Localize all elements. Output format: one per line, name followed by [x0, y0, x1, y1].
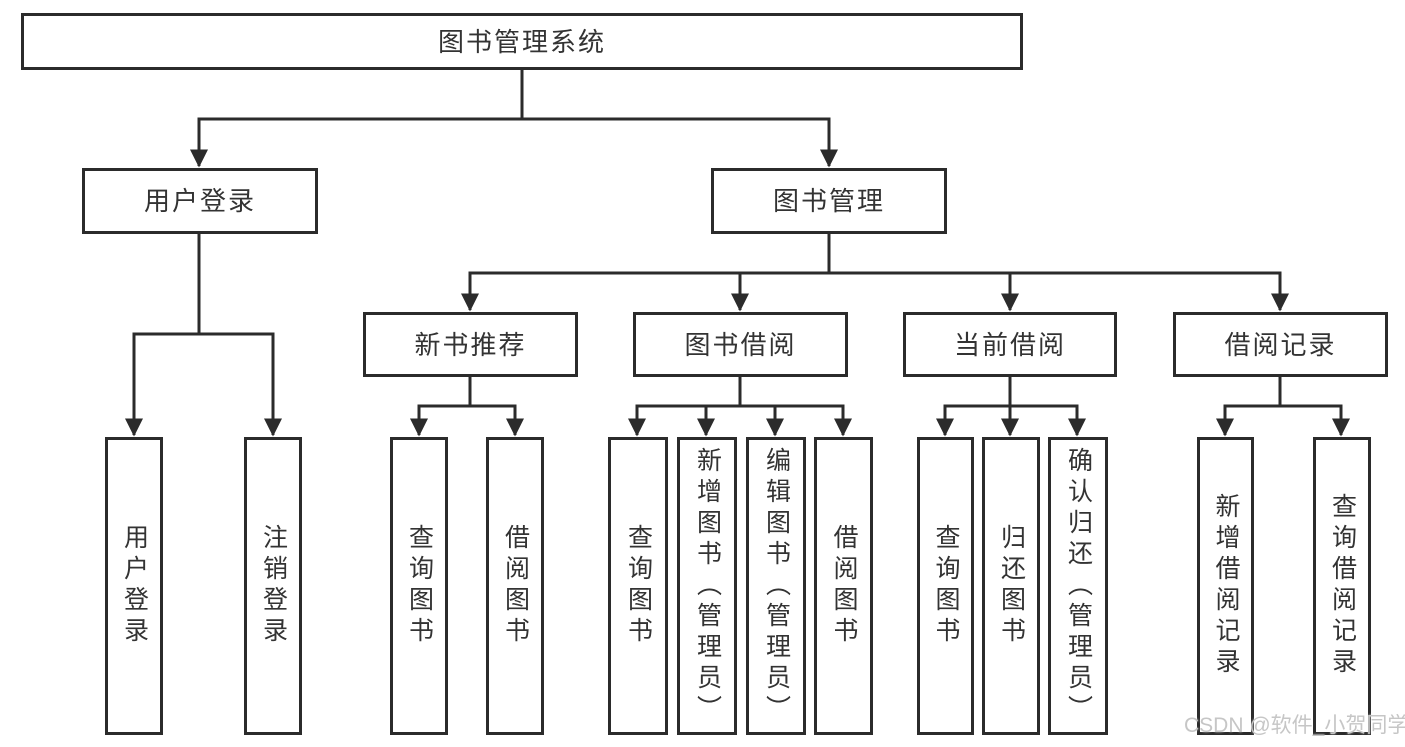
- node-leaf-return-book-label: 归还图书: [997, 524, 1026, 648]
- node-leaf-add-book-admin: 新增图书（管理员）: [677, 437, 737, 735]
- node-leaf-confirm-return-admin: 确认归还（管理员）: [1048, 437, 1108, 735]
- node-leaf-borrow-book-rec: 借阅图书: [486, 437, 544, 735]
- node-leaf-logout-label: 注销登录: [259, 524, 288, 648]
- node-current-borrow: 当前借阅: [903, 312, 1117, 377]
- node-leaf-borrow-book-rec-label: 借阅图书: [501, 524, 530, 648]
- node-leaf-add-borrow-record: 新增借阅记录: [1197, 437, 1254, 735]
- node-book-borrow: 图书借阅: [633, 312, 848, 377]
- node-leaf-query-book-current: 查询图书: [917, 437, 974, 735]
- node-book-management: 图书管理: [711, 168, 947, 234]
- csdn-watermark: CSDN @软件_小贺同学: [1184, 714, 1405, 737]
- node-leaf-query-borrow-record-label: 查询借阅记录: [1328, 493, 1357, 679]
- node-leaf-user-login: 用户登录: [105, 437, 163, 735]
- node-book-borrow-label: 图书借阅: [684, 329, 797, 360]
- node-borrow-records-label: 借阅记录: [1224, 329, 1337, 360]
- node-system-root: 图书管理系统: [21, 13, 1023, 70]
- node-leaf-query-book-rec-label: 查询图书: [405, 524, 434, 648]
- node-leaf-query-book-current-label: 查询图书: [932, 524, 960, 648]
- node-leaf-return-book: 归还图书: [982, 437, 1040, 735]
- node-system-root-label: 图书管理系统: [437, 26, 606, 57]
- node-book-management-label: 图书管理: [772, 186, 885, 216]
- node-leaf-edit-book-admin-label: 编辑图书（管理员）: [762, 446, 791, 726]
- node-new-book-recommend-label: 新书推荐: [414, 329, 527, 360]
- node-leaf-borrow-book-label: 借阅图书: [830, 524, 858, 648]
- node-leaf-logout: 注销登录: [244, 437, 302, 735]
- node-leaf-query-borrow-record: 查询借阅记录: [1313, 437, 1371, 735]
- node-user-login: 用户登录: [82, 168, 318, 234]
- node-leaf-borrow-book: 借阅图书: [814, 437, 873, 735]
- node-leaf-confirm-return-admin-label: 确认归还（管理员）: [1064, 446, 1093, 726]
- node-leaf-add-borrow-record-label: 新增借阅记录: [1212, 493, 1240, 679]
- node-new-book-recommend: 新书推荐: [363, 312, 578, 377]
- node-leaf-query-book-borrow-label: 查询图书: [624, 524, 653, 648]
- node-leaf-user-login-label: 用户登录: [120, 524, 149, 648]
- node-user-login-label: 用户登录: [143, 186, 256, 216]
- node-leaf-add-book-admin-label: 新增图书（管理员）: [693, 446, 722, 726]
- node-leaf-edit-book-admin: 编辑图书（管理员）: [746, 437, 806, 735]
- node-leaf-query-book-rec: 查询图书: [390, 437, 448, 735]
- node-leaf-query-book-borrow: 查询图书: [608, 437, 668, 735]
- node-current-borrow-label: 当前借阅: [953, 329, 1066, 360]
- node-borrow-records: 借阅记录: [1173, 312, 1388, 377]
